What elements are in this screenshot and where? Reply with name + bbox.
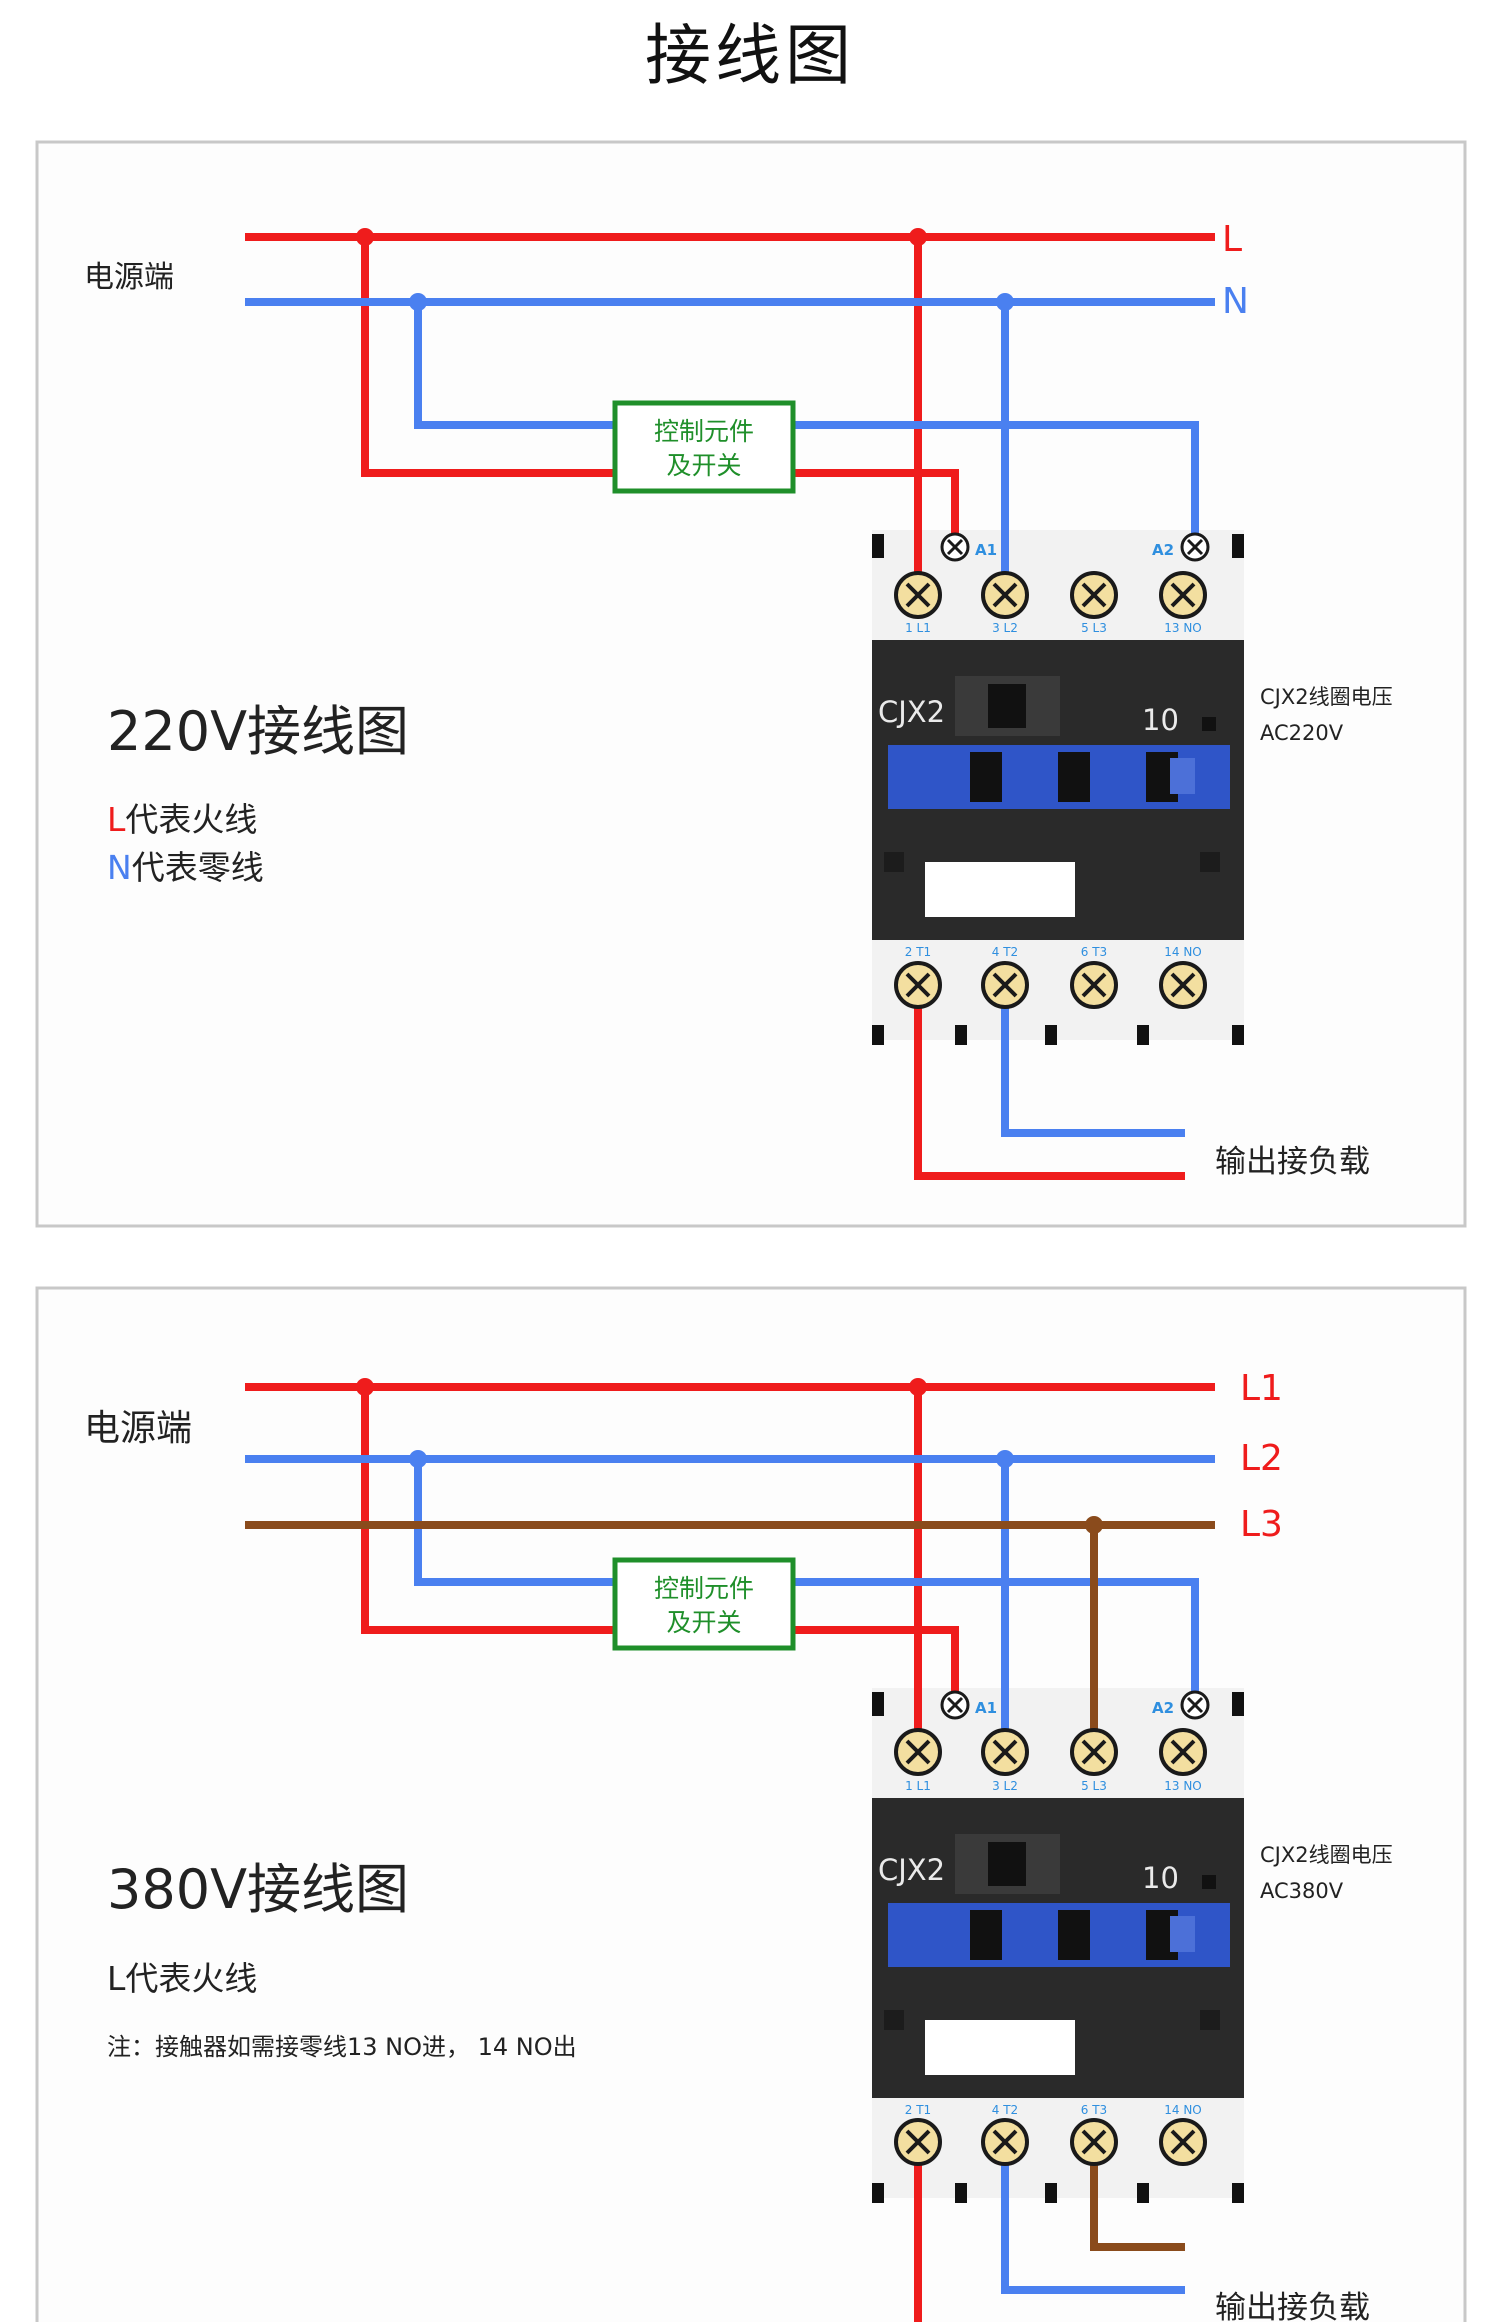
page-title: 接线图 [645,17,855,94]
legend-neutral: N代表零线 [107,848,264,887]
terminal-screw-icon [1159,961,1207,1009]
diagram-heading: 380V接线图 [107,1858,409,1921]
terminal-label: 4 T2 [992,945,1018,959]
coil-label-a2: A2 [1152,541,1174,559]
line-label-n: N [1222,281,1249,322]
coil-terminal-icon [940,1690,970,1720]
terminal-screw-icon [1159,2118,1207,2166]
terminal-label: 6 T3 [1081,945,1107,959]
terminal-screw-icon [894,1728,942,1776]
junction-dot [409,293,427,311]
legend-live: L代表火线 [107,800,257,839]
coil-voltage-value: AC220V [1260,721,1344,745]
terminal-screw-icon [981,571,1029,619]
coil-label-a2: A2 [1152,1699,1174,1717]
contactor-rating: 10 [1142,703,1179,737]
line-label-l2: L2 [1240,1438,1283,1479]
contactor: CJX2 10 [872,530,1244,1045]
terminal-screw-icon [981,1728,1029,1776]
contactor: CJX2 10 [872,1688,1244,2203]
terminal-screw-icon [1070,2118,1118,2166]
coil-voltage-label: CJX2线圈电压 [1260,1843,1393,1867]
terminal-label: 2 T1 [905,2103,931,2117]
control-switch-box: 控制元件 及开关 [612,400,796,494]
coil-terminal-icon [1180,532,1210,562]
terminal-screw-icon [1159,1728,1207,1776]
terminal-screw-icon [894,961,942,1009]
terminal-label: 1 L1 [905,1779,931,1793]
terminal-label: 1 L1 [905,621,931,635]
junction-dot [996,1450,1014,1468]
output-load-label: 输出接负载 [1215,1144,1370,1180]
switch-label-line1: 控制元件 [654,1574,754,1603]
junction-dot [909,228,927,246]
coil-label-a1: A1 [975,1699,997,1717]
l3-wires [245,1521,1215,2251]
terminal-label: 13 NO [1164,1779,1202,1793]
legend-live: L代表火线 [107,1959,257,1998]
coil-voltage-label: CJX2线圈电压 [1260,685,1393,709]
line-label-l: L [1222,219,1242,260]
power-source-label: 电源端 [84,260,174,295]
coil-label-a1: A1 [975,541,997,559]
line-label-l3: L3 [1240,1504,1283,1545]
terminal-label: 2 T1 [905,945,931,959]
terminal-label: 14 NO [1164,2103,1202,2117]
power-source-label: 电源端 [84,1408,192,1449]
contactor-rating: 10 [1142,1861,1179,1895]
l2-wires [245,1455,1215,2294]
diagram-heading: 220V接线图 [107,700,409,763]
terminal-label: 5 L3 [1081,1779,1107,1793]
terminal-screw-icon [1070,571,1118,619]
terminal-screw-icon [1070,1728,1118,1776]
contactor-model: CJX2 [878,695,945,729]
terminal-label: 3 L2 [992,621,1018,635]
junction-dot [909,1378,927,1396]
control-switch-box: 控制元件 及开关 [612,1557,796,1651]
junction-dot [356,228,374,246]
contactor-label-plate [925,862,1075,917]
coil-voltage-value: AC380V [1260,1879,1344,1903]
junction-dot [409,1450,427,1468]
output-load-label: 输出接负载 [1215,2290,1370,2322]
terminal-screw-icon [894,571,942,619]
wiring-note: 注：接触器如需接零线13 NO进， 14 NO出 [107,2033,577,2061]
terminal-screw-icon [1159,571,1207,619]
terminal-label: 14 NO [1164,945,1202,959]
coil-terminal-icon [940,532,970,562]
terminal-screw-icon [981,2118,1029,2166]
terminal-label: 6 T3 [1081,2103,1107,2117]
switch-label-line1: 控制元件 [654,417,754,446]
switch-label-line2: 及开关 [666,451,741,480]
terminal-screw-icon [894,2118,942,2166]
terminal-label: 3 L2 [992,1779,1018,1793]
terminal-screw-icon [981,961,1029,1009]
diagram-380v: 电源端 CJX2 10 [35,1286,1467,2322]
terminal-label: 4 T2 [992,2103,1018,2117]
neutral-wires [245,298,1215,1137]
switch-label-line2: 及开关 [666,1608,741,1637]
junction-dot [1085,1516,1103,1534]
terminal-label: 13 NO [1164,621,1202,635]
junction-dot [356,1378,374,1396]
contactor-label-plate [925,2020,1075,2075]
diagram-220v: 电源端 CJX2 10 [35,140,1467,1228]
line-label-l1: L1 [1240,1368,1283,1409]
contactor-model: CJX2 [878,1853,945,1887]
junction-dot [996,293,1014,311]
coil-terminal-icon [1180,1690,1210,1720]
terminal-screw-icon [1070,961,1118,1009]
terminal-label: 5 L3 [1081,621,1107,635]
